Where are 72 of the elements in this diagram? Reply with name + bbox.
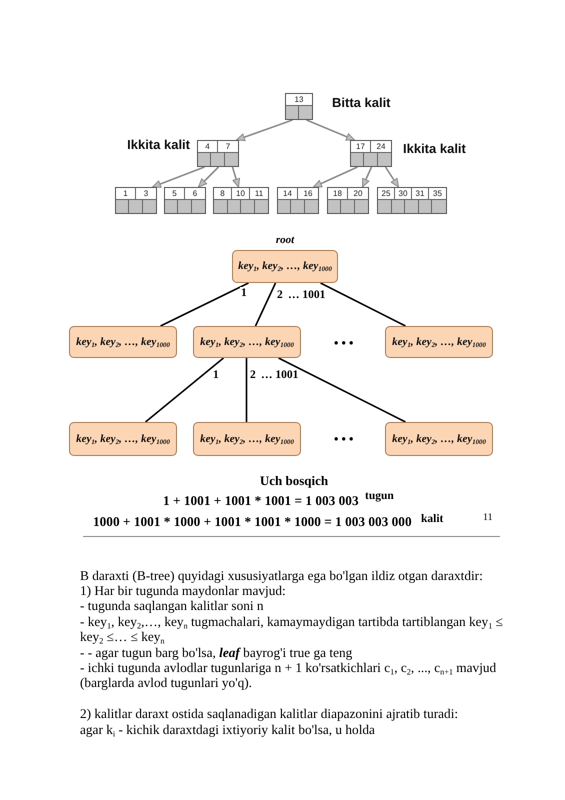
range-label: … 1001 xyxy=(261,369,298,382)
arrow xyxy=(236,119,293,142)
key-cell: 3 xyxy=(136,188,156,200)
connector-line xyxy=(320,282,406,327)
key-cell: 20 xyxy=(348,188,368,200)
arrow xyxy=(152,166,205,188)
key-cell: 6 xyxy=(185,188,205,200)
key-cell: 14 xyxy=(278,188,298,200)
btree-node xyxy=(115,187,157,214)
key-cell: 10 xyxy=(232,188,250,200)
key-list-node: key$_{1}$, key$_{2}$, …, key$_{1000}$ xyxy=(385,422,493,456)
node-caption: Ikkita kalit xyxy=(127,137,190,152)
btree-node xyxy=(213,187,269,214)
body-text: agar k$_{i}$ - kichik daraxtdagi ixtiyoriy kalit bo'lsa, u holda xyxy=(80,722,375,737)
range-label: … 1001 xyxy=(288,289,326,302)
connector-line xyxy=(254,282,276,326)
key-cell: 11 xyxy=(250,188,268,200)
btree-node xyxy=(285,93,313,120)
key-list-node: key$_{1}$, key$_{2}$, …, key$_{1000}$ xyxy=(69,422,177,456)
connector-line xyxy=(278,357,406,423)
arrow xyxy=(362,166,372,188)
btree-node xyxy=(197,140,239,167)
ellipsis: • • • xyxy=(334,336,354,350)
btree-node xyxy=(164,187,206,214)
page-number: 11 xyxy=(483,512,493,524)
node-caption: Ikkita kalit xyxy=(403,141,466,156)
key-cell: 4 xyxy=(198,141,218,153)
node-caption: Bitta kalit xyxy=(332,95,391,110)
body-text: - - agar tugun barg bo'lsa, leaf bayrog'i true ga teng xyxy=(80,644,352,660)
arrow xyxy=(232,166,240,188)
key-cell: 24 xyxy=(371,141,391,153)
body-text: B daraxti (B-tree) quyidagi xususiyatlarga ega bo'lgan ildiz otgan daraxtdir: xyxy=(80,568,483,583)
formula: 1 + 1001 + 1001 * 1001 = 1 003 003 xyxy=(163,493,359,508)
connector-line xyxy=(145,357,224,423)
key-cell: 16 xyxy=(298,188,318,200)
arrow xyxy=(198,166,220,188)
key-cell: 30 xyxy=(395,188,412,200)
key-cell: 35 xyxy=(429,188,446,200)
key-cell: 17 xyxy=(351,141,371,153)
node-caption: root xyxy=(276,234,294,247)
key-cell: 1 xyxy=(116,188,136,200)
formula: 1000 + 1001 * 1000 + 1001 * 1001 * 1000 = 1 003 003 000 xyxy=(93,514,412,529)
unit-label: kalit xyxy=(421,513,444,526)
arrow xyxy=(384,166,400,188)
body-text: - tugunda saqlangan kalitlar soni n xyxy=(80,598,264,614)
body-text: 2) kalitlar daraxt ostida saqlanadigan kalitlar diapazonini ajratib turadi: xyxy=(80,706,458,722)
key-list-node: key$_{1}$, key$_{2}$, …, key$_{1000}$ xyxy=(232,250,338,283)
body-text: - ichki tugunda avlodlar tugunlariga n + 1 ko'rsatkichlari c$_{1}$, c$_{2}$, ..., c$_{n+1}$ mavjud (barglarda avlod tugunlari yo'q). xyxy=(80,660,498,691)
body-text: - key$_{1}$, key$_{2}$,…, key$_{n}$ tugmachalari, kamaymaydigan tartibda tartiblangan key$_{1}$ ≤ key$_{2}$ ≤… ≤ key$_{n}$ xyxy=(80,614,504,644)
key-cell: 8 xyxy=(214,188,232,200)
key-cell: 31 xyxy=(412,188,429,200)
heading: Uch bosqich xyxy=(260,473,328,488)
body-text: 1) Har bir tugunda maydonlar mavjud: xyxy=(80,582,286,598)
key-cell: 5 xyxy=(165,188,185,200)
key-list-node: key$_{1}$, key$_{2}$, …, key$_{1000}$ xyxy=(385,326,493,358)
btree-node xyxy=(350,140,392,167)
key-cell: 13 xyxy=(286,94,312,106)
key-list-node: key$_{1}$, key$_{2}$, …, key$_{1000}$ xyxy=(193,326,301,358)
connector-line xyxy=(246,358,248,422)
arrow xyxy=(306,119,355,141)
btree-node xyxy=(277,187,319,214)
key-cell: 7 xyxy=(218,141,238,153)
unit-label: tugun xyxy=(365,490,394,503)
key-list-node: key$_{1}$, key$_{2}$, …, key$_{1000}$ xyxy=(193,422,301,456)
key-cell: 18 xyxy=(328,188,348,200)
btree-node xyxy=(327,187,369,214)
key-cell: 25 xyxy=(378,188,395,200)
key-list-node: key$_{1}$, key$_{2}$, …, key$_{1000}$ xyxy=(69,326,177,358)
arrow xyxy=(313,166,358,188)
connector-line xyxy=(160,282,249,327)
btree-node xyxy=(377,187,447,214)
ellipsis: • • • xyxy=(334,432,354,446)
